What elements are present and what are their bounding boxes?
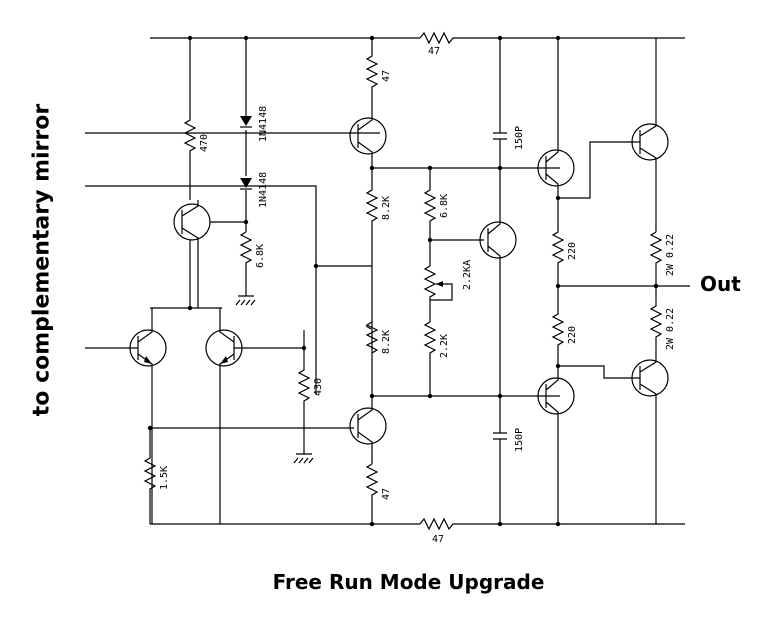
resistor-1k5 [143,427,354,524]
q-diff-left-arrow [144,356,152,364]
drive-upper-wire [558,141,640,199]
q-diff-left-leads [120,308,153,524]
label-r-bot-47: 47 [432,534,444,545]
q-driver-upper-leads [545,38,559,198]
resistor-220-bot [551,286,565,366]
pot-wiper [430,283,453,301]
diagram-caption: Free Run Mode Upgrade [272,570,545,594]
label-r-220-top: 220 [567,242,578,260]
label-r-1k5: 1.5K [159,466,170,490]
output-label: Out [700,272,741,296]
ground-2 [293,453,314,464]
r-q-bot-emitter [365,463,379,524]
label-c-bot: 150P [514,428,525,452]
resistor-022-top [649,231,663,286]
q-diff-right-arrow [220,356,228,364]
label-d1: 1N4148 [258,106,269,142]
q-driver-lower-leads [545,366,559,524]
transistor-q-vas-lower [349,407,387,445]
label-r-6k8-left: 6.8K [255,244,266,268]
drive-lower-wire [558,365,640,379]
label-r-022-bot: 2W 0.22 [665,308,676,350]
q-vas-lower-leads [357,396,373,464]
label-r-2k2a: 2.2KA [462,260,473,290]
label-r-220-bot: 220 [567,326,578,344]
side-label-complementary-mirror: to complementary mirror [29,103,55,417]
q-diff-right-leads [219,308,305,524]
resistor-8k2-bot [365,321,379,354]
cap-top-150p [493,38,507,168]
transistor-q-vbe [479,221,517,259]
label-r-022-top: 2W 0.22 [665,234,676,276]
transistor-q-output-upper [631,123,669,161]
label-r-2k2: 2.2K [439,334,450,358]
transistor-q-driver-lower [537,377,575,415]
resistor-6k8-mid [423,168,437,266]
q-output-upper-leads [639,38,657,232]
resistor-430 [297,348,311,454]
resistor-022-bot [649,286,663,342]
resistor-top-rail [419,31,455,45]
input-line-2 [85,185,317,395]
label-r-430: 430 [313,378,324,396]
q-vbe-leads [487,168,501,396]
label-r-470: 470 [199,134,210,152]
cap-bot-150p [493,396,507,524]
label-r-q-bot-emitter: 47 [381,488,392,500]
q-output-lower-leads [639,342,657,524]
junction-dots [147,35,659,527]
label-c-top: 150P [514,126,525,150]
pot-wiper-arrow [436,281,443,287]
diode-1-symbol [240,116,252,126]
label-r-8k2-bot: 8.2K [381,330,392,354]
label-r-top-47: 47 [428,46,440,57]
resistor-6k8-left [239,231,253,296]
q-vas-upper-leads [357,116,373,168]
q-left-upper-leads [181,200,199,308]
r-q-top-emitter [365,38,379,116]
label-d2: 1N4148 [258,172,269,208]
transistor-q-driver-upper [537,149,575,187]
col-470 [183,38,197,200]
label-r-q-top-emitter: 47 [381,70,392,82]
transistor-q-vas-upper [349,117,387,155]
resistor-220-top [551,198,565,286]
resistor-8k2-top [365,168,379,396]
label-r-8k2-top: 8.2K [381,196,392,220]
pot-2k2a [423,265,437,322]
resistor-2k2 [423,321,437,396]
resistor-bottom-rail [419,517,455,531]
diff-pair-tail [150,240,222,309]
transistor-q-output-lower [631,359,669,397]
diode-2-symbol [240,178,252,188]
label-r-6k8-mid: 6.8K [439,194,450,218]
ground-1 [235,295,256,306]
